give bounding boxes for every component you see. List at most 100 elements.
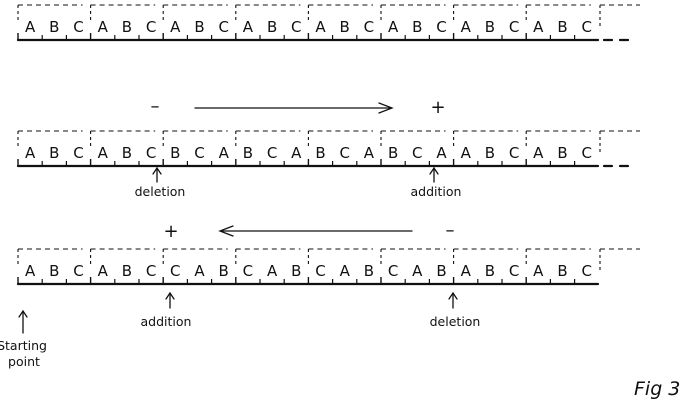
base-letter: A xyxy=(340,262,351,280)
base-letter: A xyxy=(25,144,36,162)
base-letter: A xyxy=(25,18,36,36)
base-letter: A xyxy=(194,262,205,280)
base-letter: B xyxy=(219,262,229,280)
base-letter: B xyxy=(364,262,374,280)
base-letter: C xyxy=(364,18,374,36)
starting-point-label: Starting point xyxy=(0,338,51,369)
codon-brackets-row-2 xyxy=(17,130,640,166)
base-letter: B xyxy=(557,144,567,162)
base-letter: A xyxy=(412,262,423,280)
base-letter: C xyxy=(194,144,204,162)
minus-sign-row-2: – xyxy=(151,96,160,117)
base-letter: C xyxy=(581,144,591,162)
base-letter: B xyxy=(170,144,180,162)
deletion-label-row-2: deletion xyxy=(135,184,186,199)
base-letter: A xyxy=(533,144,544,162)
base-letter: C xyxy=(218,18,228,36)
starting-point-label-line-1: Starting xyxy=(0,338,47,353)
base-letter: A xyxy=(98,18,109,36)
base-letter: C xyxy=(73,18,83,36)
base-letter: C xyxy=(146,262,156,280)
base-letter: C xyxy=(315,262,325,280)
base-letter: B xyxy=(557,262,567,280)
base-letter: A xyxy=(98,262,109,280)
base-letter: A xyxy=(25,262,36,280)
base-letter: B xyxy=(485,262,495,280)
base-letter: B xyxy=(436,262,446,280)
base-letter: B xyxy=(122,144,132,162)
base-letter: A xyxy=(291,144,302,162)
minus-sign-row-3: – xyxy=(446,220,455,241)
deletion-arrow-row-3 xyxy=(448,291,458,309)
base-letter: A xyxy=(243,18,254,36)
base-letter: A xyxy=(533,18,544,36)
addition-label-row-2: addition xyxy=(411,184,462,199)
base-letter: A xyxy=(461,144,472,162)
base-letter: A xyxy=(461,262,472,280)
base-letter: B xyxy=(388,144,398,162)
base-letter: C xyxy=(581,262,591,280)
base-letter: C xyxy=(146,144,156,162)
base-letter: B xyxy=(485,18,495,36)
addition-label-row-3: addition xyxy=(141,314,192,329)
base-letter: C xyxy=(267,144,277,162)
starting-point-label-line-2: point xyxy=(8,354,40,369)
figure-label: Fig 3 xyxy=(634,378,680,400)
codon-brackets-row-1 xyxy=(17,4,640,40)
base-letter: B xyxy=(194,18,204,36)
base-letter: C xyxy=(436,18,446,36)
base-letter: A xyxy=(98,144,109,162)
base-letter: A xyxy=(315,18,326,36)
base-letter: B xyxy=(340,18,350,36)
plus-sign-row-2: + xyxy=(430,97,445,118)
plus-sign-row-3: + xyxy=(163,221,178,242)
base-letter: C xyxy=(243,262,253,280)
base-letter: A xyxy=(170,18,181,36)
starting-point-arrow xyxy=(18,309,28,334)
base-letter: A xyxy=(461,18,472,36)
base-letter: C xyxy=(146,18,156,36)
base-letter: B xyxy=(49,144,59,162)
base-letter: A xyxy=(533,262,544,280)
base-letter: C xyxy=(509,18,519,36)
base-letter: B xyxy=(49,262,59,280)
base-letter: B xyxy=(485,144,495,162)
base-letter: B xyxy=(49,18,59,36)
base-letter: B xyxy=(412,18,422,36)
base-letter: B xyxy=(122,18,132,36)
base-letter: A xyxy=(267,262,278,280)
base-letter: C xyxy=(170,262,180,280)
base-letter: A xyxy=(436,144,447,162)
deletion-arrow-row-2 xyxy=(152,166,162,183)
base-letter: C xyxy=(581,18,591,36)
base-letter: B xyxy=(243,144,253,162)
shift-arrow-left xyxy=(218,225,413,237)
base-letter: C xyxy=(291,18,301,36)
base-letter: C xyxy=(412,144,422,162)
base-letter: B xyxy=(557,18,567,36)
base-letter: C xyxy=(339,144,349,162)
addition-arrow-row-2 xyxy=(429,166,439,183)
codon-brackets-row-3 xyxy=(17,248,640,284)
base-letter: A xyxy=(388,18,399,36)
addition-arrow-row-3 xyxy=(165,291,175,309)
base-letter: C xyxy=(73,262,83,280)
base-letter: A xyxy=(364,144,375,162)
base-letter: C xyxy=(509,262,519,280)
base-letter: B xyxy=(267,18,277,36)
base-letter: C xyxy=(388,262,398,280)
base-letter: C xyxy=(73,144,83,162)
base-letter: C xyxy=(509,144,519,162)
base-letter: B xyxy=(315,144,325,162)
base-letter: A xyxy=(219,144,230,162)
shift-arrow-right xyxy=(194,102,394,114)
deletion-label-row-3: deletion xyxy=(430,314,481,329)
base-letter: B xyxy=(291,262,301,280)
